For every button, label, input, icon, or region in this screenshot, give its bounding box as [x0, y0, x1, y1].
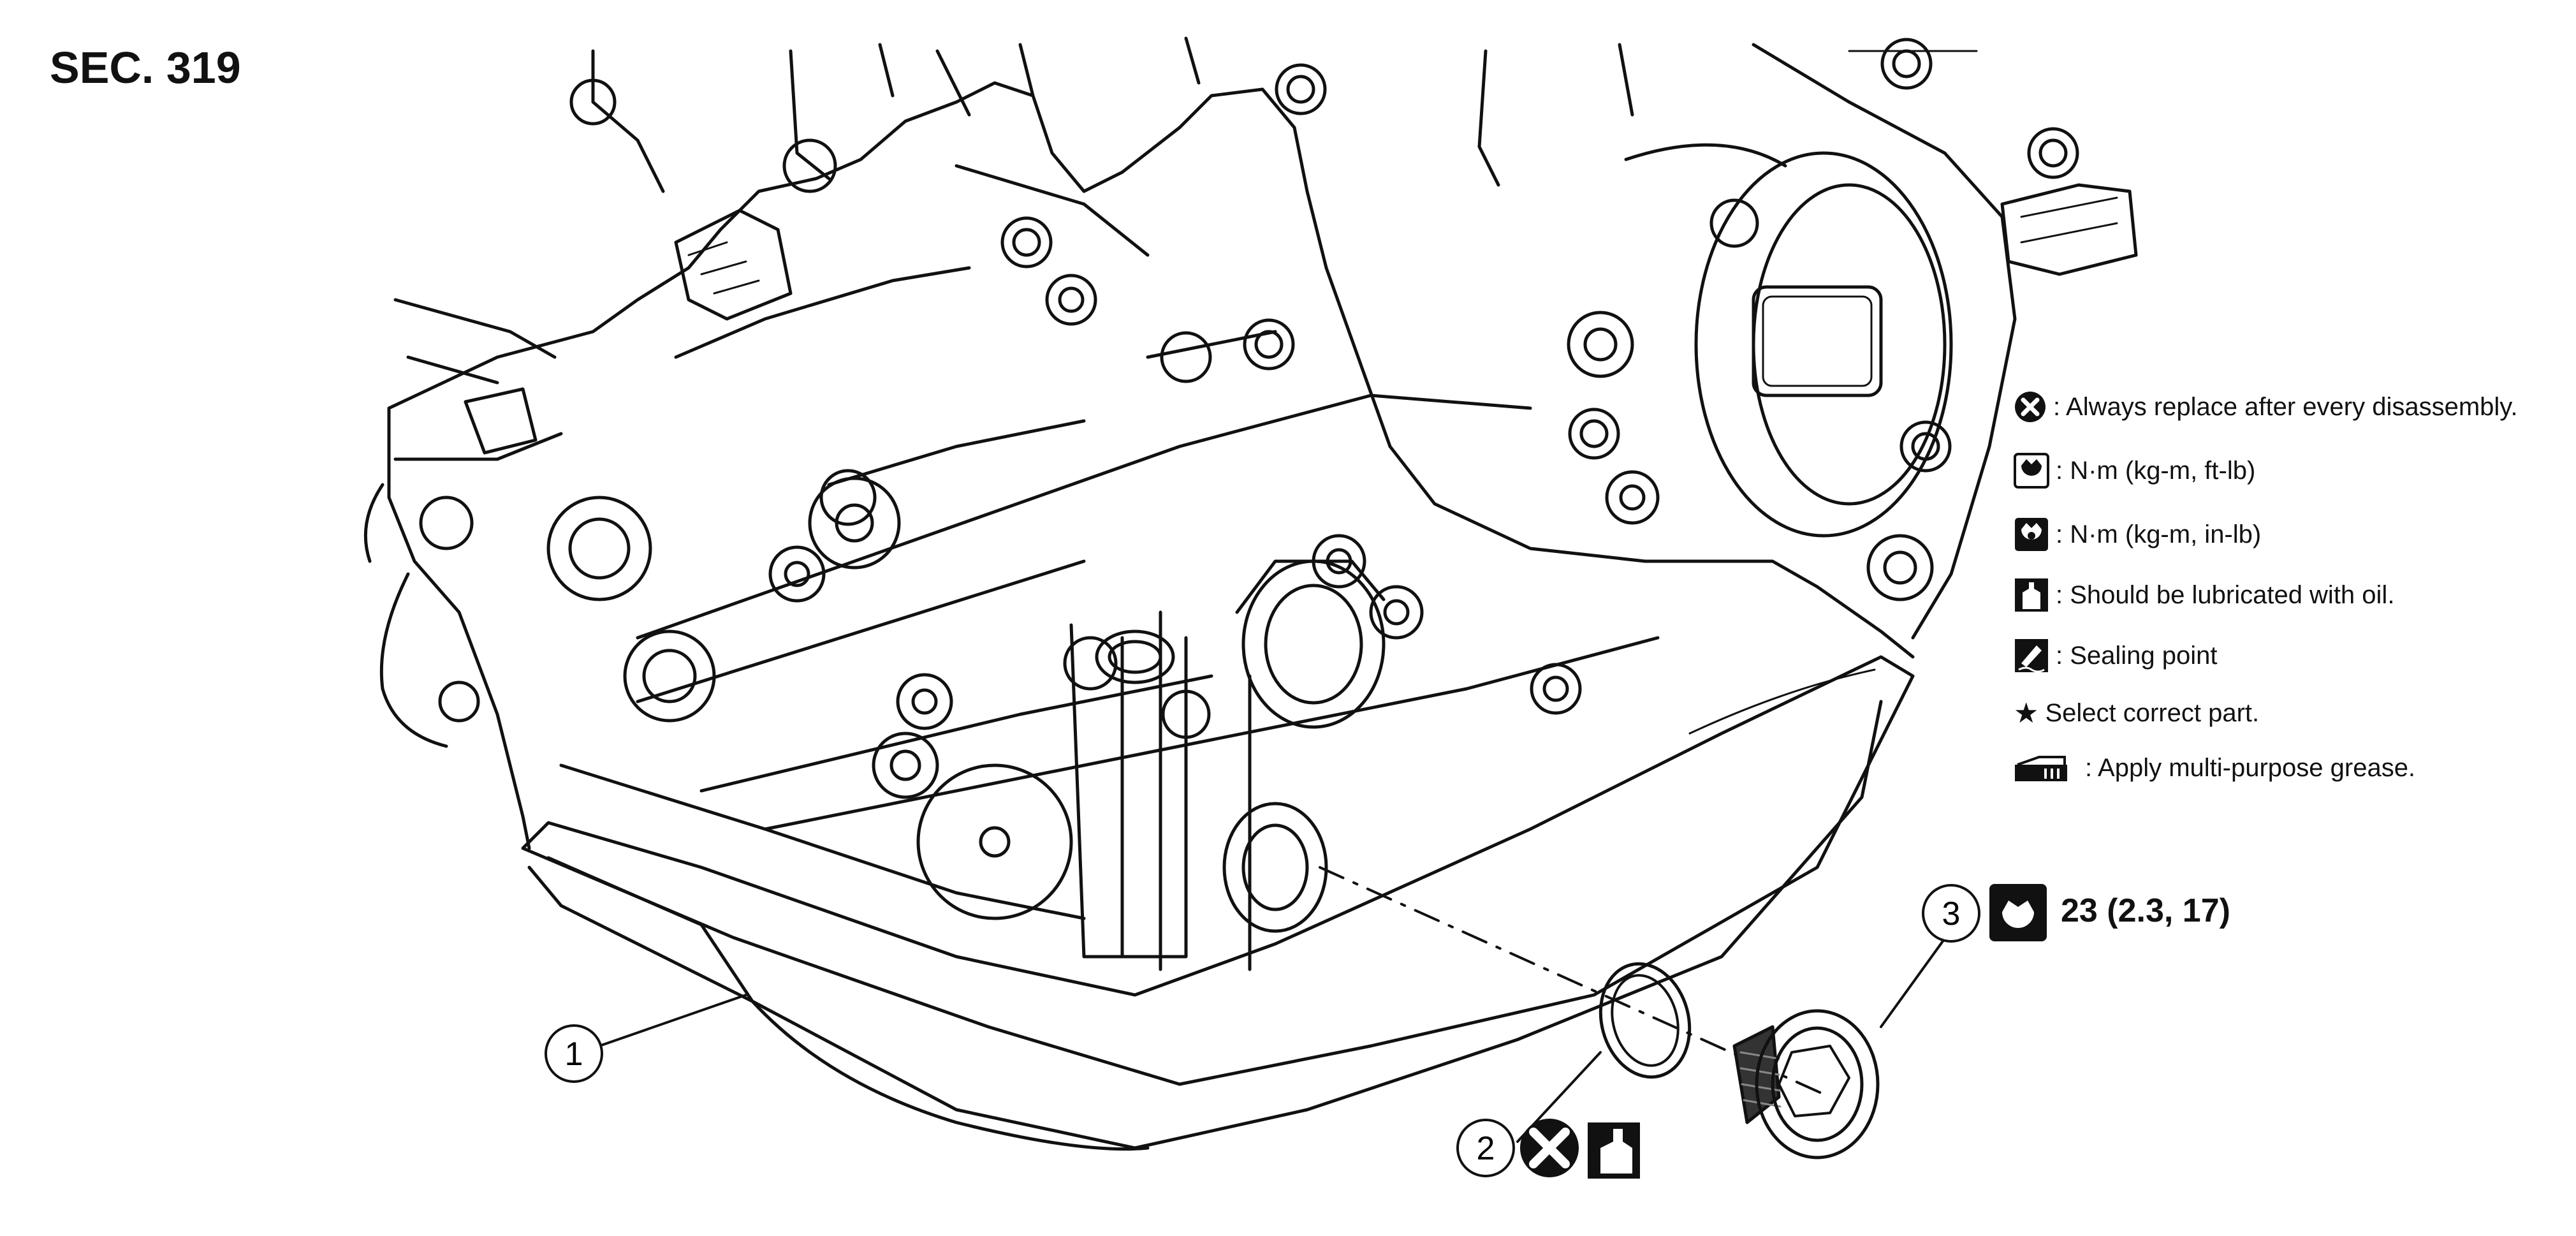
legend-grease-text: : Apply multi-purpose grease.: [2085, 754, 2416, 782]
torque-ft-lb-icon: [2014, 453, 2049, 489]
gasket-part: [1599, 962, 1692, 1079]
oil-lubricate-icon: [2015, 578, 2048, 612]
connectors: [464, 183, 2138, 455]
callout-2-number: 2: [1477, 1130, 1495, 1167]
cover-plate: [1624, 143, 1953, 538]
legend-torque-in-lb: : N·m (kg-m, in-lb): [2014, 517, 2261, 552]
legend-grease: : Apply multi-purpose grease.: [2014, 754, 2415, 783]
grease-icon: [2015, 755, 2067, 781]
always-replace-icon: [2015, 392, 2045, 422]
legend-select-part: ★ Select correct part.: [2014, 697, 2259, 730]
legend-sealing-point: : Sealing point: [2014, 638, 2218, 673]
torque-in-lb-icon: [2015, 518, 2048, 551]
legend-torque-ft-lb: : N·m (kg-m, ft-lb): [2014, 453, 2255, 489]
torque-ft-lb-icon: [1989, 884, 2047, 941]
legend-always-replace: : Always replace after every disassembly…: [2014, 390, 2517, 423]
callout-3-number: 3: [1942, 895, 1961, 932]
oil-lubricate-icon: [1588, 1122, 1640, 1179]
bolts: [419, 38, 2079, 920]
callout-1-number: 1: [565, 1036, 583, 1073]
legend-torque-in-lb-text: : N·m (kg-m, in-lb): [2056, 520, 2262, 548]
legend-torque-ft-lb-text: : N·m (kg-m, ft-lb): [2056, 456, 2256, 485]
sealing-point-icon: [2015, 639, 2048, 673]
always-replace-icon: [1520, 1119, 1579, 1177]
legend-sealing-point-text: : Sealing point: [2056, 641, 2218, 670]
legend-oil-text: : Should be lubricated with oil.: [2056, 580, 2395, 609]
transmission-housing: [363, 36, 2017, 971]
callout-2: 2: [1456, 1119, 1515, 1177]
star-icon: ★: [2014, 697, 2039, 730]
assembly-axis-line: [1319, 866, 1831, 1098]
oil-pan: [521, 655, 1915, 1151]
callout-3: 3: [1922, 884, 1980, 943]
legend-oil: : Should be lubricated with oil.: [2014, 577, 2394, 613]
legend-always-replace-text: : Always replace after every disassembly…: [2053, 392, 2518, 421]
section-label: SEC. 319: [50, 43, 241, 92]
callout-1: 1: [545, 1024, 603, 1083]
drain-plug-part: [1732, 1009, 1880, 1159]
torque-spec: 23 (2.3, 17): [2061, 892, 2230, 929]
tube-ports: [1069, 559, 1386, 959]
legend-select-part-text: Select correct part.: [2045, 699, 2260, 727]
